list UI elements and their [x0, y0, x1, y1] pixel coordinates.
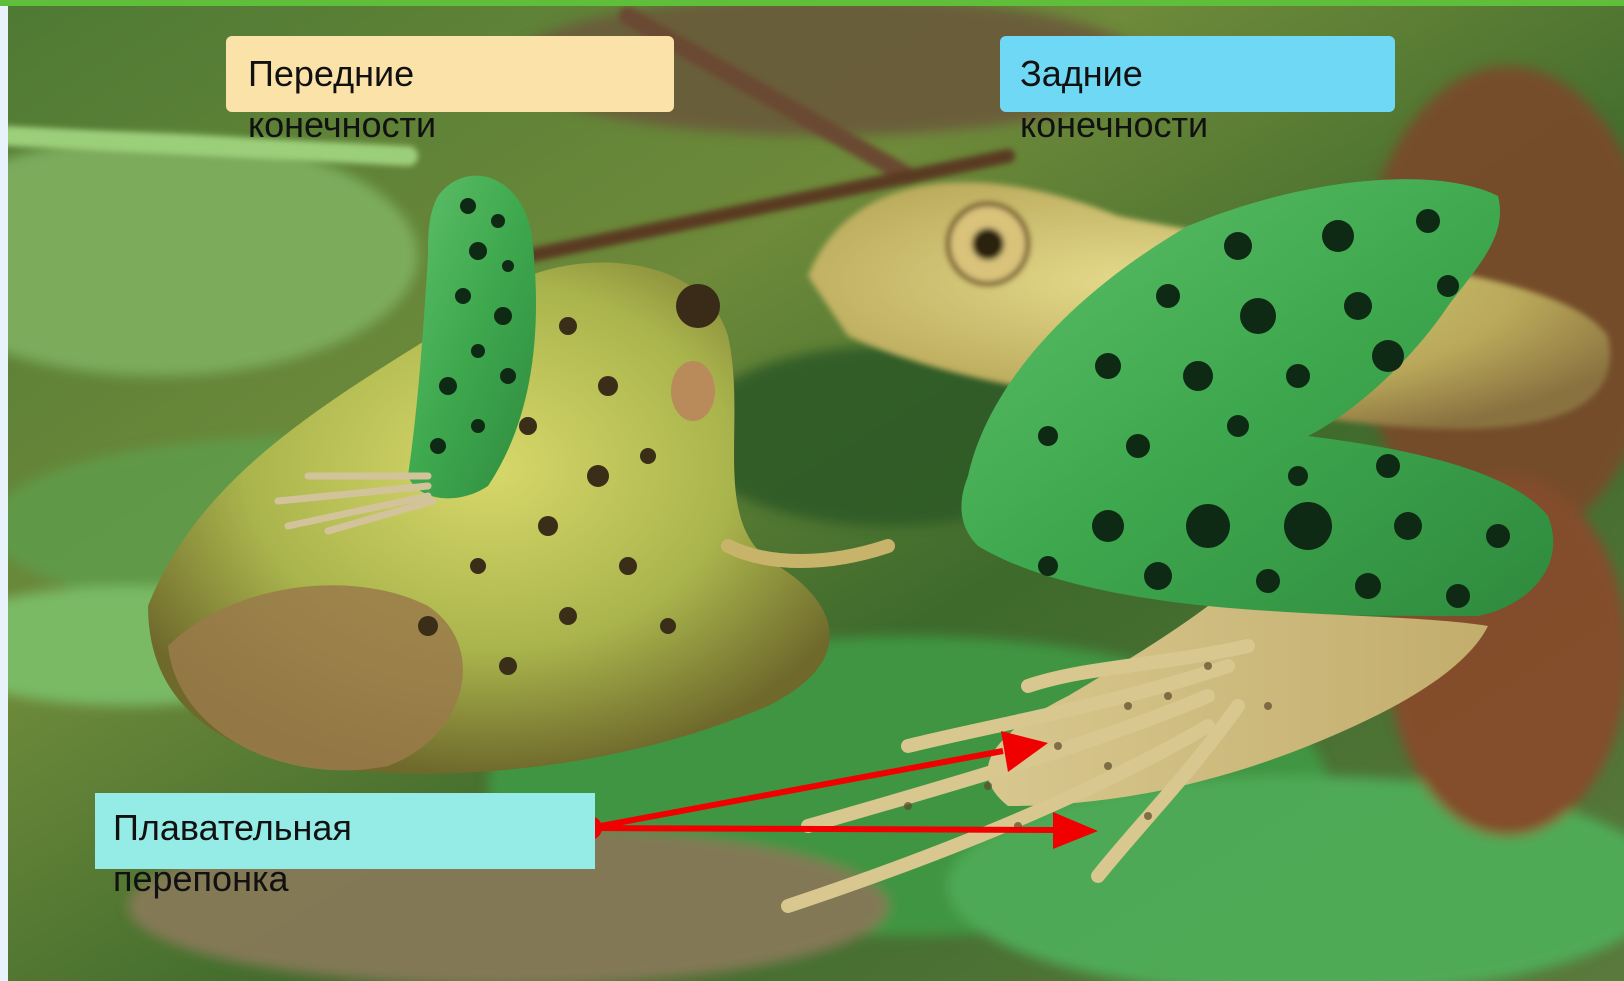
swimming-web-label: Плавательная перепонка: [113, 802, 533, 904]
hind-limbs-label: Задние конечности: [1020, 48, 1440, 150]
front-limbs-label: Передние конечности: [248, 48, 668, 150]
